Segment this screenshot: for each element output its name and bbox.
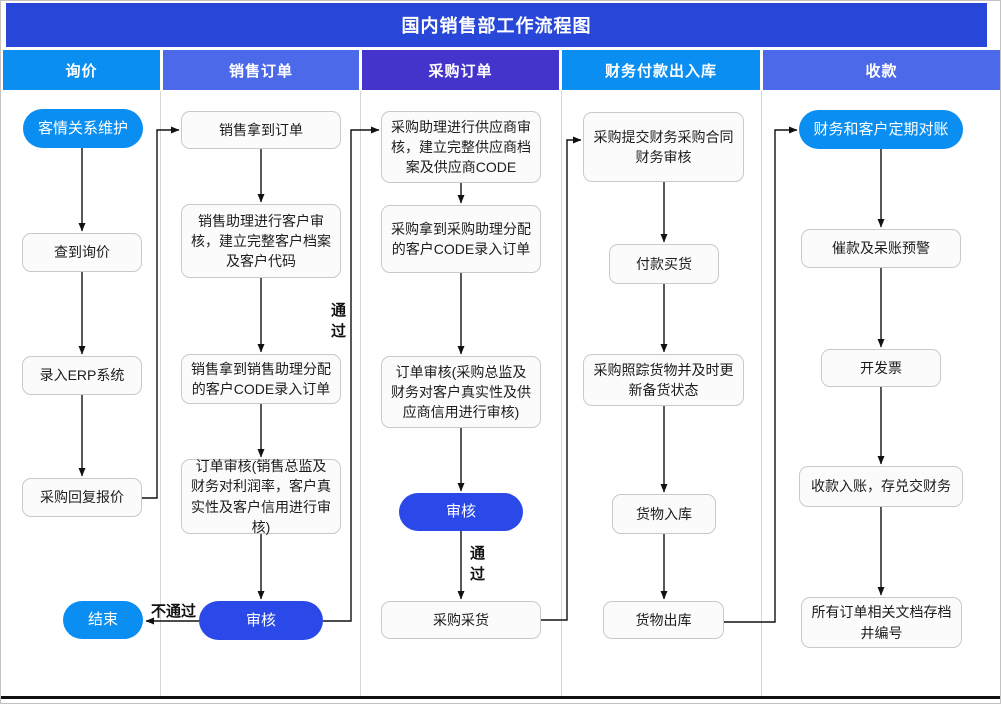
flow-node-issue-invoice: 开发票 [821,349,941,387]
flow-node-sales-review-gate: 审核 [199,601,323,640]
flow-node-enter-erp: 录入ERP系统 [22,356,142,395]
flow-node-goods-inbound: 货物入库 [612,494,716,534]
flow-node-purchase-goods: 采购采货 [381,601,541,639]
lane-header-purchase-order: 采购订单 [362,50,559,90]
flow-node-receipt-to-finance: 收款入账，存兑交财务 [799,466,963,507]
lane-header-collection: 收款 [763,50,1000,90]
flow-node-purchase-order-review: 订单审核(采购总监及财务对客户真实性及供应商信用进行审核) [381,356,541,428]
flow-node-purchase-enter-order-code: 采购拿到采购助理分配的客户CODE录入订单 [381,205,541,273]
flow-node-purchase-quote-reply: 采购回复报价 [22,478,142,517]
flow-node-end: 结束 [63,601,143,639]
flow-node-sales-assistant-customer-review: 销售助理进行客户审核，建立完整客户档案及客户代码 [181,204,341,278]
flow-node-payment-reminder: 催款及呆账预警 [801,229,961,268]
lane-header-inquiry: 询价 [3,50,160,90]
lane-header-sales-order: 销售订单 [163,50,359,90]
flow-node-goods-outbound: 货物出库 [603,601,724,639]
lane-divider [561,91,562,697]
flow-node-submit-contract-finance-review: 采购提交财务采购合同财务审核 [583,112,744,182]
flow-node-sales-order-review: 订单审核(销售总监及财务对利润率，客户真实性及客户信用进行审核) [181,458,341,535]
flow-node-purchase-review-gate: 审核 [399,493,523,531]
flow-node-sales-gets-order: 销售拿到订单 [181,111,341,149]
lane-divider [761,91,762,697]
flow-node-periodic-reconciliation: 财务和客户定期对账 [799,110,963,149]
flow-node-sales-enter-order-code: 销售拿到销售助理分配的客户CODE录入订单 [181,354,341,404]
lane-header-finance-warehouse: 财务付款出入库 [562,50,760,90]
flow-node-track-goods-status: 采购照踪货物并及时更新备货状态 [583,354,744,406]
edge-label-pass: 通过 [329,302,346,344]
lane-divider [360,91,361,697]
page-title: 国内销售部工作流程图 [6,3,987,47]
bottom-border [1,696,1000,699]
edge-label-fail: 不通过 [151,603,197,620]
edge-label-pass: 通过 [468,545,485,587]
flow-node-archive-documents: 所有订单相关文档存档井编号 [801,597,962,648]
flow-node-find-inquiry: 查到询价 [22,233,142,272]
flow-node-pay-for-goods: 付款买货 [609,244,719,284]
flow-node-customer-relation: 客情关系维护 [23,109,143,148]
flow-node-purchase-assistant-supplier-review: 采购助理进行供应商审核，建立完整供应商档案及供应商CODE [381,111,541,183]
